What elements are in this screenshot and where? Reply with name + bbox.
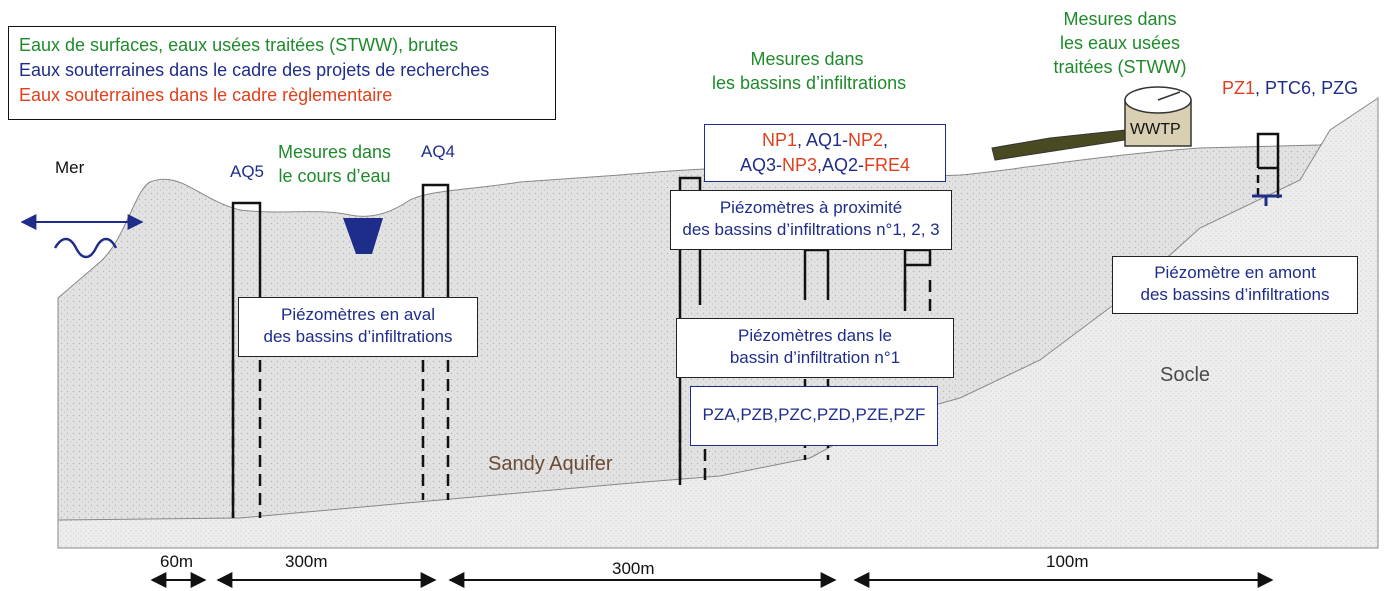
label-sandy-aquifer: Sandy Aquifer [488, 453, 613, 475]
box-pz-list-text: PZA,PZB,PZC,PZD,PZE,PZF [702, 405, 926, 424]
socle-bedrock [57, 97, 1379, 549]
box-pz-list: PZA,PZB,PZC,PZD,PZE,PZF [690, 386, 938, 446]
well-aq4 [421, 183, 450, 500]
label-stww-line2: les eaux usées [1059, 33, 1181, 53]
label-aq5: AQ5 [230, 162, 265, 181]
box-piezo-amont-line2: des bassins d’infiltrations [1140, 285, 1330, 304]
label-ptc6: PTC6 [1265, 78, 1312, 98]
legend-box: Eaux de surfaces, eaux usées traitées (S… [8, 26, 556, 120]
label-stww-line3: traitées (STWW) [1053, 57, 1187, 77]
legend-research: Eaux souterraines dans le cadre des proj… [19, 60, 490, 80]
well-aq2: AQ2 [822, 155, 859, 175]
distance-100m: 100m [1046, 552, 1089, 571]
distance-300m-b: 300m [612, 559, 655, 578]
box-piezo-aval: Piézomètres en aval des bassins d’infilt… [238, 297, 478, 357]
label-stww: Mesures dans les eaux usées traitées (ST… [1050, 7, 1190, 79]
label-cours-eau-line2: le cours d’eau [278, 166, 391, 186]
well-aq3: AQ3 [739, 155, 776, 175]
well-fre4: FRE4 [864, 155, 911, 175]
label-bassins: Mesures dans les bassins d’infiltrations [712, 47, 907, 95]
legend-regulatory: Eaux souterraines dans le cadre règlemen… [19, 85, 393, 105]
label-cours-eau: Mesures dans le cours d’eau [278, 140, 391, 188]
label-bassins-line2: les bassins d’infiltrations [712, 73, 907, 93]
label-bassins-line1: Mesures dans [750, 49, 864, 69]
box-piezo-dans-line1: Piézomètres dans le [737, 326, 893, 345]
river-icon [343, 218, 383, 254]
well-aq1: AQ1 [805, 130, 843, 150]
pz1-water-marker [1252, 194, 1282, 206]
box-piezo-proximite: Piézomètres à proximité des bassins d’in… [670, 190, 952, 250]
label-pz1: PZ1 [1222, 78, 1256, 98]
box-piezo-aval-line1: Piézomètres en aval [280, 305, 436, 324]
distance-60m: 60m [160, 552, 194, 571]
box-piezo-amont-line1: Piézomètre en amont [1154, 263, 1316, 282]
well-aq5 [231, 201, 262, 518]
wwtp-plant [991, 86, 1192, 161]
label-socle: Socle [1160, 364, 1211, 386]
well-np2: NP2 [848, 130, 884, 150]
label-wwtp: WWTP [1130, 121, 1181, 138]
label-pzg: PZG [1321, 78, 1359, 98]
box-piezo-dans: Piézomètres dans le bassin d’infiltratio… [676, 318, 954, 378]
box-piezo-dans-line2: bassin d’infiltration n°1 [729, 348, 901, 367]
well-np3: NP3 [781, 155, 817, 175]
well-np1: NP1 [761, 130, 797, 150]
label-pz1-group: PZ1, PTC6, PZG [1222, 78, 1359, 98]
box-piezo-aval-line2: des bassins d’infiltrations [263, 327, 453, 346]
box-piezo-amont: Piézomètre en amont des bassins d’infilt… [1112, 256, 1358, 314]
label-stww-line1: Mesures dans [1063, 9, 1177, 29]
sea-icon [20, 214, 144, 259]
legend-surface: Eaux de surfaces, eaux usées traitées (S… [19, 35, 459, 55]
box-piezo-proximite-line1: Piézomètres à proximité [719, 198, 903, 217]
distance-300m-a: 300m [285, 552, 328, 571]
well-pz1 [1256, 132, 1280, 198]
box-basin-wells: NP1, AQ1-NP2, AQ3-NP3,AQ2-FRE4 [704, 124, 946, 182]
box-piezo-proximite-line2: des bassins d’infiltrations n°1, 2, 3 [682, 220, 940, 239]
label-aq4: AQ4 [421, 142, 456, 161]
label-cours-eau-line1: Mesures dans [278, 142, 392, 162]
label-mer: Mer [55, 158, 85, 177]
